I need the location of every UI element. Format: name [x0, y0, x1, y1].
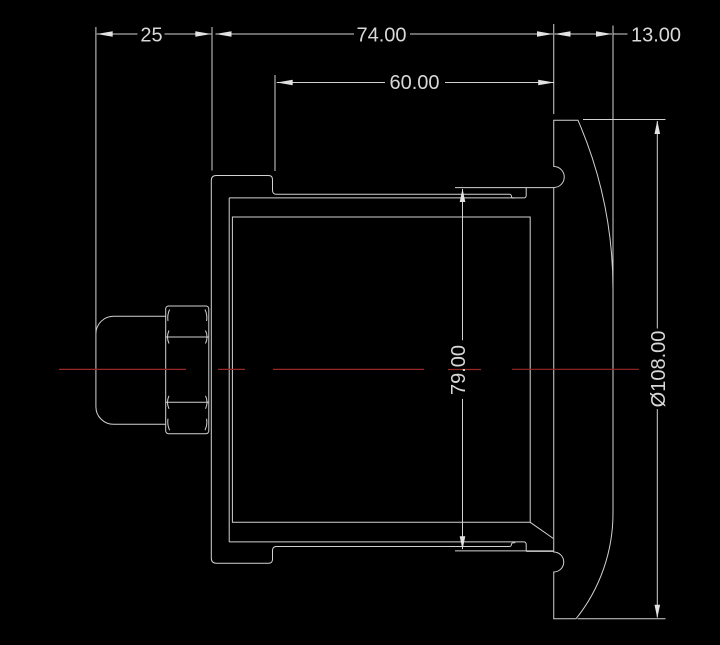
- svg-text:60.00: 60.00: [389, 72, 439, 94]
- svg-text:13.00: 13.00: [631, 25, 681, 47]
- svg-text:25: 25: [140, 25, 162, 47]
- svg-text:Ø108.00: Ø108.00: [648, 331, 670, 408]
- svg-text:74.00: 74.00: [356, 25, 406, 47]
- svg-text:79.00: 79.00: [448, 345, 470, 395]
